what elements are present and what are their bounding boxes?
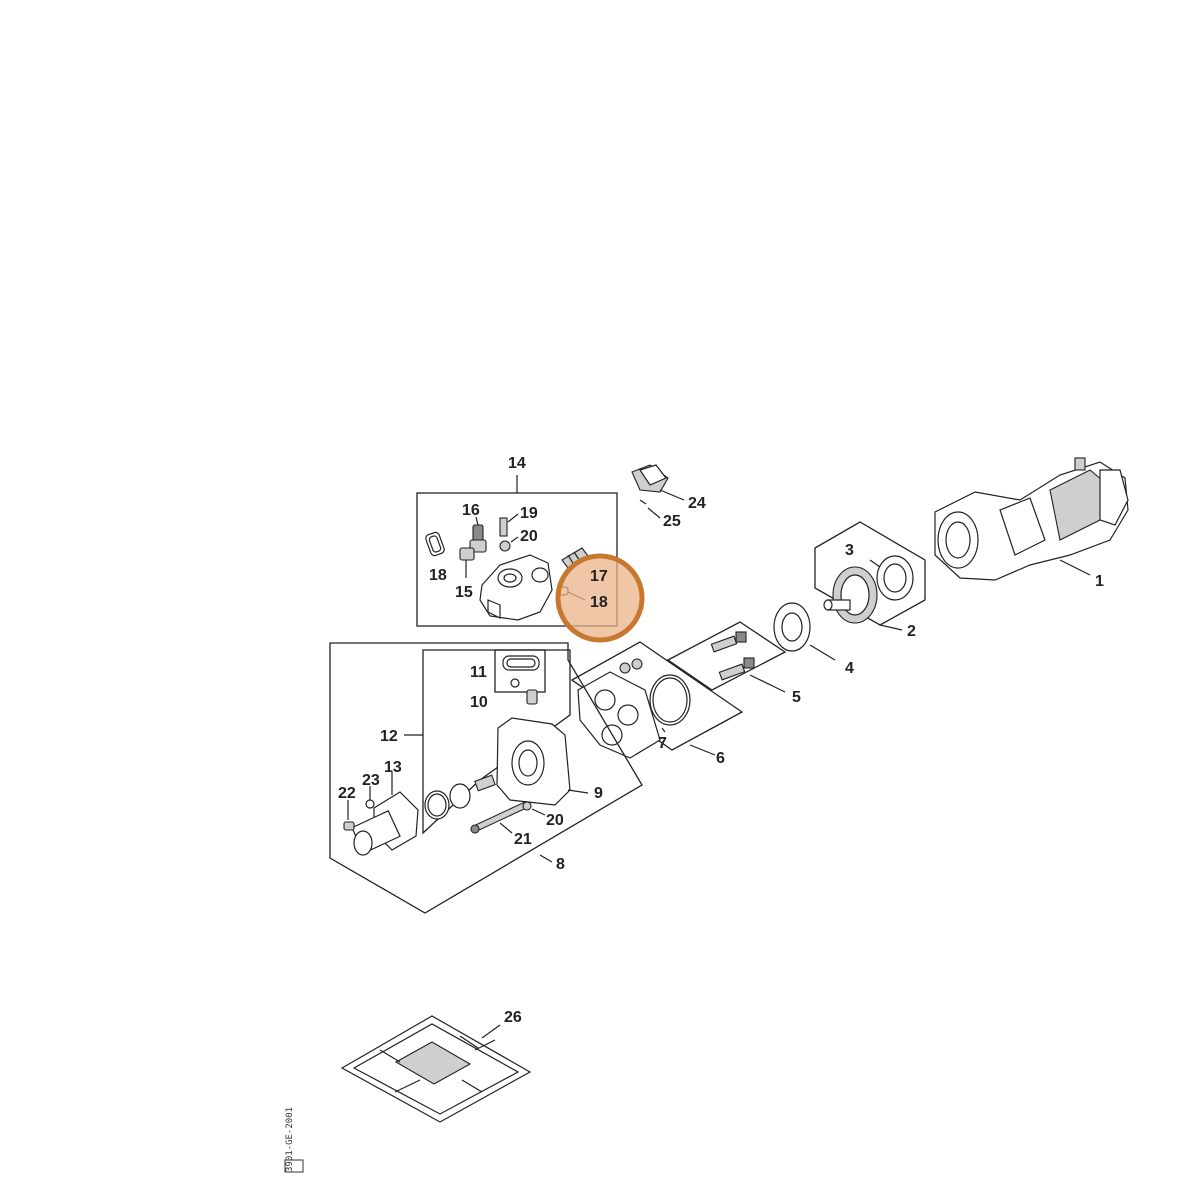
drawing-code: 3901-GE-2001 <box>285 1107 295 1172</box>
label-4: 4 <box>845 660 854 677</box>
label-26: 26 <box>504 1009 522 1026</box>
label-2: 2 <box>907 623 916 640</box>
label-10: 10 <box>470 694 488 711</box>
group-8-frame <box>329 642 643 914</box>
part-25-pin[interactable] <box>639 499 661 519</box>
part-10-nipple[interactable] <box>526 689 538 705</box>
label-14: 14 <box>508 455 526 472</box>
label-18-right: 18 <box>590 594 608 611</box>
part-13-inlet[interactable] <box>351 772 419 856</box>
part-19-bolt[interactable] <box>499 513 519 537</box>
part-6-cylinder-block[interactable] <box>577 671 661 759</box>
label-18-left: 18 <box>429 567 447 584</box>
label-13: 13 <box>384 759 402 776</box>
label-6: 6 <box>716 750 725 767</box>
part-2-gear-assembly[interactable] <box>823 566 878 624</box>
part-16-valve[interactable] <box>469 516 487 553</box>
label-24: 24 <box>688 495 706 512</box>
part-12-inner-parts[interactable] <box>424 774 496 820</box>
part-26-seal-kit[interactable] <box>340 1015 532 1123</box>
label-17: 17 <box>590 568 608 585</box>
highlight-marker <box>555 553 645 643</box>
part-22-screw[interactable] <box>343 800 355 831</box>
label-20-upper: 20 <box>520 528 538 545</box>
part-5-pistons[interactable] <box>710 631 755 681</box>
part-24-cap[interactable] <box>631 464 685 501</box>
group-5-frame <box>666 621 787 693</box>
label-23: 23 <box>362 772 380 789</box>
label-9: 9 <box>594 785 603 802</box>
label-22: 22 <box>338 785 356 802</box>
part-11-seal[interactable] <box>502 655 540 688</box>
group-11-frame <box>494 649 546 693</box>
part-20-washer-lower[interactable] <box>522 801 546 816</box>
label-5: 5 <box>792 689 801 706</box>
label-8: 8 <box>556 856 565 873</box>
label-7: 7 <box>658 735 667 752</box>
valve-head-body[interactable] <box>479 554 553 621</box>
label-19: 19 <box>520 505 538 522</box>
part-4-seal[interactable] <box>773 602 836 661</box>
label-12: 12 <box>380 728 398 745</box>
part-15-fitting[interactable] <box>459 547 475 578</box>
label-16: 16 <box>462 502 480 519</box>
label-1: 1 <box>1095 573 1104 590</box>
part-18-oring-left[interactable] <box>425 531 446 557</box>
part-21-bolt[interactable] <box>470 800 530 834</box>
label-3: 3 <box>845 542 854 559</box>
label-20-lower: 20 <box>546 812 564 829</box>
part-3-bearing[interactable] <box>869 555 914 601</box>
part-23-washer[interactable] <box>365 786 375 809</box>
part-9-pump-head[interactable] <box>496 717 589 806</box>
part-7-oring[interactable] <box>649 674 691 733</box>
label-15: 15 <box>455 584 473 601</box>
part-1-motor[interactable] <box>934 457 1129 581</box>
part-6-small-rings[interactable] <box>619 658 643 674</box>
label-25: 25 <box>663 513 681 530</box>
label-21: 21 <box>514 831 532 848</box>
label-11: 11 <box>470 664 487 681</box>
drawing-code-box <box>284 1159 304 1173</box>
part-20-washer[interactable] <box>499 536 519 552</box>
group-2-frame <box>814 521 926 631</box>
